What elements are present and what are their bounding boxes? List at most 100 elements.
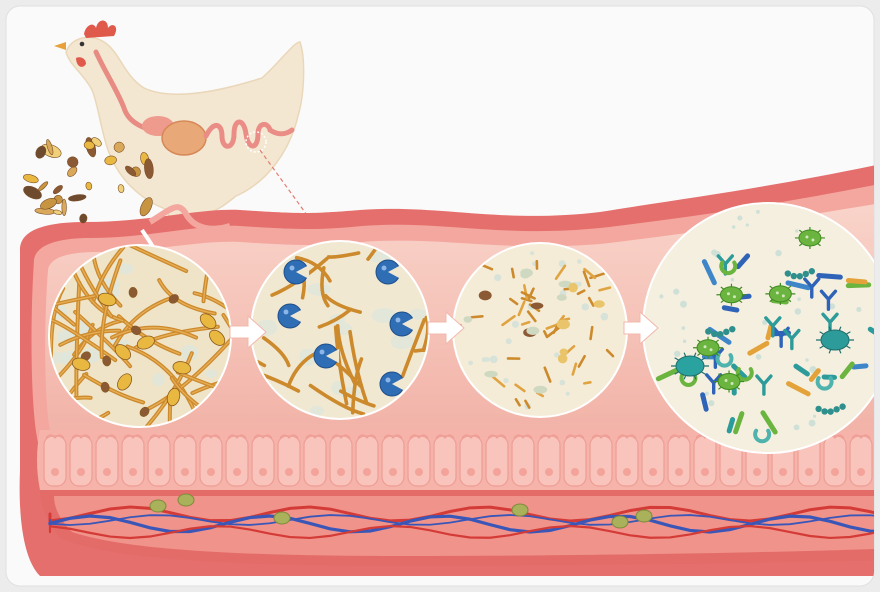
- villus-nucleus: [727, 468, 735, 476]
- nutrient-bit: [520, 272, 530, 279]
- nutrient-bit: [526, 327, 539, 335]
- feed-grain: [62, 199, 67, 216]
- fluid-droplet: [152, 373, 164, 386]
- fluid-dot: [737, 215, 742, 220]
- nutrient-bit: [560, 348, 568, 355]
- villus-nucleus: [831, 468, 839, 476]
- villus-nucleus: [545, 468, 553, 476]
- nutrient-bit: [531, 303, 544, 310]
- villus-nucleus: [181, 468, 189, 476]
- fluid-dot: [732, 225, 736, 229]
- villus-nucleus: [155, 468, 163, 476]
- absorbed-nutrient: [512, 504, 528, 516]
- nutrient-bit: [557, 319, 570, 329]
- fiber-fragment: [512, 269, 514, 277]
- fluid-dot: [797, 297, 801, 301]
- nutrient-bit: [594, 300, 605, 307]
- villus: [304, 436, 326, 486]
- villus: [616, 436, 638, 486]
- fiber-fragment: [472, 316, 483, 317]
- villus: [356, 436, 378, 486]
- bacteria-icon: [854, 366, 866, 367]
- fluid-dot: [482, 357, 487, 362]
- villus-nucleus: [311, 468, 319, 476]
- bacteria-icon: [795, 227, 825, 249]
- villus: [408, 436, 430, 486]
- villus: [226, 436, 248, 486]
- enzyme-icon: [380, 372, 405, 396]
- villus-nucleus: [779, 468, 787, 476]
- villus-nucleus: [77, 468, 85, 476]
- absorbed-nutrient: [150, 500, 166, 512]
- villus: [824, 436, 846, 486]
- bacteria-icon: [768, 326, 771, 338]
- fluid-dot: [683, 340, 687, 344]
- fluid-droplet: [205, 369, 218, 378]
- villus-nucleus: [389, 468, 397, 476]
- fluid-dot: [673, 289, 679, 295]
- nutrient-bit: [569, 283, 578, 293]
- villus-nucleus: [649, 468, 657, 476]
- enzyme-icon: [376, 260, 401, 284]
- nutrient-bit: [557, 294, 567, 301]
- enzyme-icon: [314, 344, 339, 368]
- fluid-dot: [512, 321, 519, 328]
- villus-nucleus: [675, 468, 683, 476]
- bacteria-icon: [765, 283, 795, 305]
- villus: [694, 436, 716, 486]
- villus-nucleus: [597, 468, 605, 476]
- villus-nucleus: [337, 468, 345, 476]
- villus: [382, 436, 404, 486]
- villus: [564, 436, 586, 486]
- villus: [642, 436, 664, 486]
- fluid-dot: [659, 294, 663, 298]
- fiber-fragment: [584, 382, 590, 383]
- nutrient-bit: [533, 386, 547, 394]
- villus: [200, 436, 222, 486]
- villus-nucleus: [233, 468, 241, 476]
- villus-nucleus: [207, 468, 215, 476]
- bacteria-icon: [729, 420, 732, 431]
- fluid-dot: [468, 361, 473, 366]
- fluid-dot: [681, 326, 685, 330]
- bacteria-icon: [848, 281, 865, 282]
- absorbed-nutrient: [636, 510, 652, 522]
- villus: [590, 436, 612, 486]
- fluid-dot: [582, 303, 589, 310]
- villus-nucleus: [129, 468, 137, 476]
- villus: [278, 436, 300, 486]
- fluid-dot: [813, 415, 816, 418]
- fluid-dot: [731, 278, 735, 282]
- fluid-dot: [559, 380, 565, 386]
- nutrient-bit: [558, 354, 568, 364]
- villus-nucleus: [363, 468, 371, 476]
- villus-nucleus: [805, 468, 813, 476]
- villus-nucleus: [441, 468, 449, 476]
- fluid-droplet: [307, 283, 331, 296]
- fluid-dot: [705, 392, 709, 396]
- villus: [538, 436, 560, 486]
- villus-nucleus: [701, 468, 709, 476]
- villus: [148, 436, 170, 486]
- fluid-dot: [775, 250, 781, 256]
- fluid-dot: [746, 223, 749, 226]
- fluid-dot: [680, 301, 687, 308]
- fluid-dot: [794, 424, 800, 430]
- fluid-dot: [756, 210, 760, 214]
- bacteria-icon: [703, 395, 707, 409]
- absorbed-nutrient: [612, 516, 628, 528]
- villus-nucleus: [415, 468, 423, 476]
- villus: [512, 436, 534, 486]
- bacteria-icon: [693, 337, 723, 359]
- nutrient-bit: [479, 290, 492, 300]
- villus: [330, 436, 352, 486]
- fluid-dot: [674, 351, 680, 357]
- villus-nucleus: [467, 468, 475, 476]
- fluid-dot: [566, 392, 570, 396]
- villus: [460, 436, 482, 486]
- villus-nucleus: [857, 468, 865, 476]
- fluid-dot: [805, 358, 808, 361]
- bacteria-icon: [714, 371, 744, 393]
- villus-nucleus: [285, 468, 293, 476]
